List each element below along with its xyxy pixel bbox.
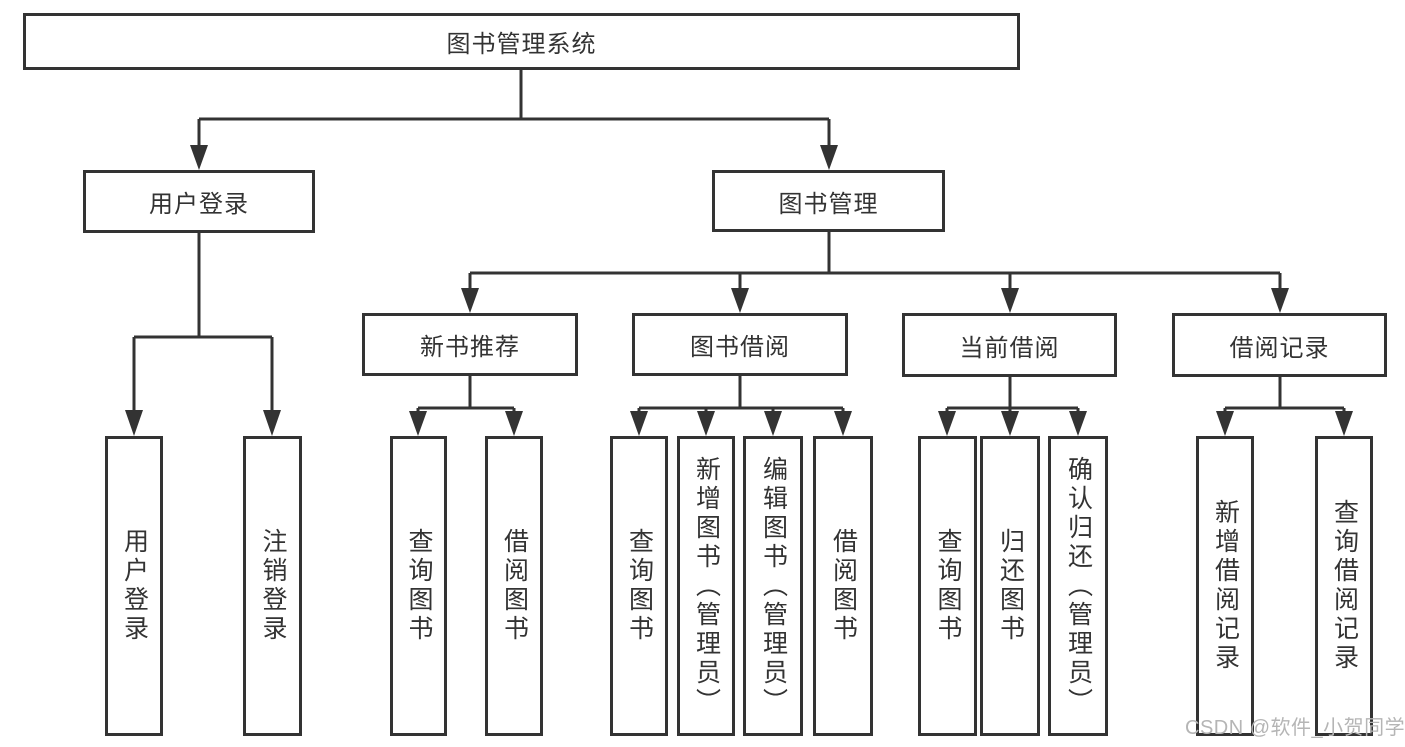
leaf-borrow-books: 借阅图书 xyxy=(813,436,873,736)
connector-new-book-to-leaves xyxy=(409,376,523,436)
node-book-management: 图书管理 xyxy=(712,170,945,232)
connector-user-login-to-leaves xyxy=(125,233,281,436)
leaf-query-books-borrow: 查询图书 xyxy=(610,436,668,736)
node-label: 用户登录 xyxy=(149,191,249,218)
leaf-query-borrow-record: 查询借阅记录 xyxy=(1315,436,1373,736)
node-label: 借阅记录 xyxy=(1229,334,1330,362)
leaf-edit-books-admin: 编辑图书（管理员） xyxy=(743,436,803,736)
leaf-logout: 注销登录 xyxy=(243,436,302,736)
node-new-book-recommend: 新书推荐 xyxy=(362,313,578,376)
connector-borrow-records-to-leaves xyxy=(1216,377,1353,436)
leaf-query-books-current: 查询图书 xyxy=(918,436,977,736)
node-label: 图书管理 xyxy=(778,190,879,218)
node-label: 图书借阅 xyxy=(690,334,790,361)
leaf-add-borrow-record: 新增借阅记录 xyxy=(1196,436,1254,736)
leaf-confirm-return-admin: 确认归还（管理员） xyxy=(1048,436,1108,736)
node-label: 图书管理系统 xyxy=(446,31,597,58)
leaf-label: 借阅图书 xyxy=(500,528,529,644)
node-label: 新书推荐 xyxy=(420,334,520,361)
node-label: 当前借阅 xyxy=(959,334,1060,362)
csdn-watermark: CSDN @软件_小贺同学 xyxy=(1185,717,1405,739)
leaf-label: 用户登录 xyxy=(120,528,149,644)
leaf-user-login: 用户登录 xyxy=(105,436,163,736)
leaf-add-books-admin: 新增图书（管理员） xyxy=(677,436,735,736)
leaf-label: 查询借阅记录 xyxy=(1330,499,1359,673)
connector-book-borrow-to-leaves xyxy=(630,376,852,436)
connector-root-to-level2 xyxy=(190,70,838,170)
leaf-label: 编辑图书（管理员） xyxy=(759,455,788,717)
connector-current-borrow-to-leaves xyxy=(938,377,1087,436)
leaf-label: 查询图书 xyxy=(625,528,654,644)
node-current-borrow: 当前借阅 xyxy=(902,313,1117,377)
leaf-label: 查询图书 xyxy=(934,528,962,644)
node-borrow-records: 借阅记录 xyxy=(1172,313,1387,377)
leaf-label: 注销登录 xyxy=(259,528,287,644)
leaf-label: 新增借阅记录 xyxy=(1211,499,1240,673)
leaf-return-books: 归还图书 xyxy=(980,436,1040,736)
leaf-label: 新增图书（管理员） xyxy=(692,455,721,717)
leaf-label: 归还图书 xyxy=(996,528,1025,644)
leaf-label: 确认归还（管理员） xyxy=(1064,455,1093,717)
leaf-label: 查询图书 xyxy=(405,528,433,644)
node-user-login: 用户登录 xyxy=(83,170,315,233)
leaf-borrow-books-recommend: 借阅图书 xyxy=(485,436,543,736)
leaf-label: 借阅图书 xyxy=(829,528,858,644)
node-book-borrow: 图书借阅 xyxy=(632,313,848,376)
leaf-query-books-recommend: 查询图书 xyxy=(390,436,447,736)
node-library-management-system: 图书管理系统 xyxy=(23,13,1020,70)
connector-book-management-to-level3 xyxy=(461,232,1289,313)
